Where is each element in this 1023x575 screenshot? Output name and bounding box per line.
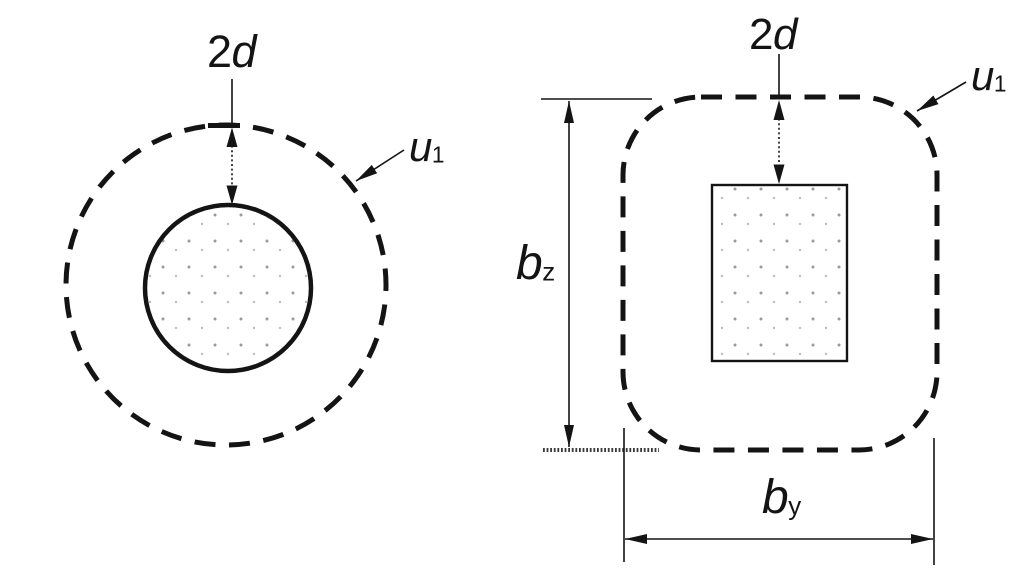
label-2d-left: 2d xyxy=(207,26,257,77)
label-u1-left-symbol: u xyxy=(409,123,432,170)
right-rectangular-column-diagram xyxy=(541,54,967,565)
label-u1-right: u1 xyxy=(971,55,1006,97)
control-perimeter-dashed-rounded-rect xyxy=(620,94,940,453)
left-2d-arrowhead-up xyxy=(226,127,238,147)
label-2d-left-symbol: d xyxy=(231,26,257,77)
left-u1-leader-arrow xyxy=(355,149,405,182)
column-section-circle xyxy=(142,202,314,374)
label-bz: bz xyxy=(516,240,555,288)
label-by: by xyxy=(762,474,801,522)
left-circular-column-diagram xyxy=(63,79,405,448)
label-u1-right-symbol: u xyxy=(971,52,994,99)
label-bz-sub: z xyxy=(542,258,555,287)
label-u1-left-sub: 1 xyxy=(431,141,445,168)
left-2d-arrowhead-down xyxy=(226,185,238,205)
label-2d-right: 2d xyxy=(749,13,797,57)
label-by-symbol: b xyxy=(762,471,789,524)
label-2d-left-prefix: 2 xyxy=(207,26,232,77)
label-by-sub: y xyxy=(788,492,801,521)
label-u1-left: u1 xyxy=(409,126,444,168)
right-2d-arrowhead-down xyxy=(773,164,785,184)
right-u1-leader-arrow xyxy=(916,81,967,112)
column-section-rect xyxy=(710,183,849,363)
label-2d-right-prefix: 2 xyxy=(749,10,773,59)
label-bz-symbol: b xyxy=(516,237,543,290)
label-u1-right-sub: 1 xyxy=(993,70,1007,97)
label-2d-right-symbol: d xyxy=(772,10,797,59)
right-2d-arrowhead-up xyxy=(773,100,785,120)
